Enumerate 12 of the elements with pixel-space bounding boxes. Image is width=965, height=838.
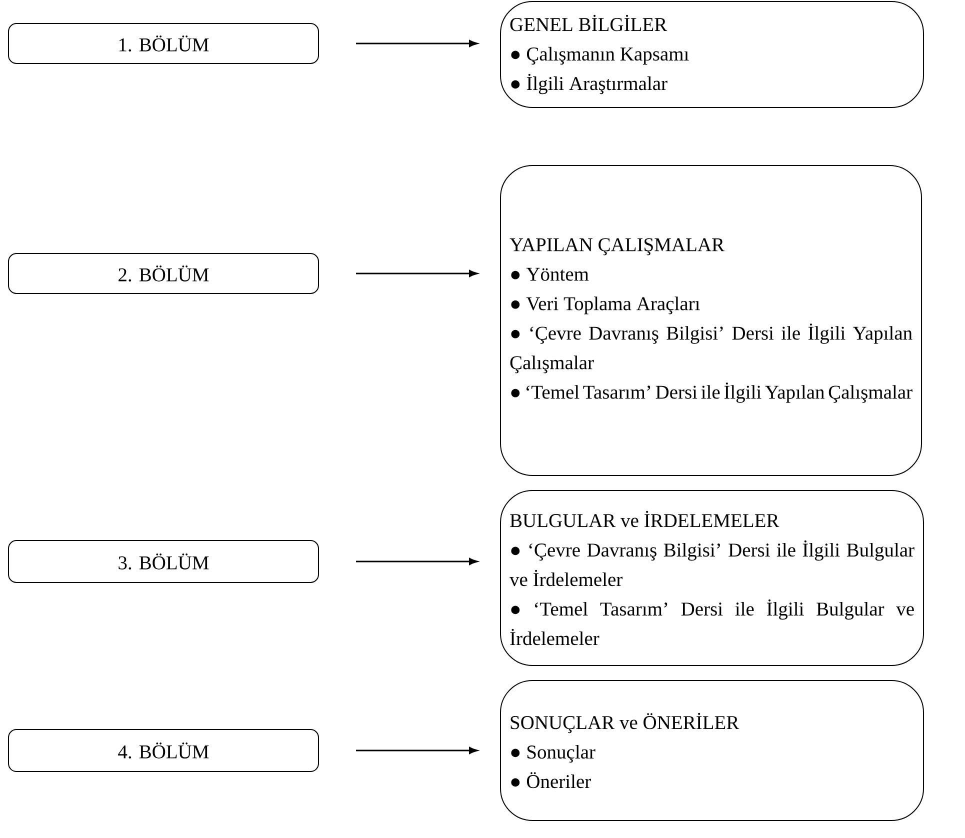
- section-box: SONUÇLAR ve ÖNERİLER ● Sonuçlar ● Öneriler: [500, 680, 924, 821]
- arrow: [356, 40, 478, 47]
- chapter-box: 1. BÖLÜM: [8, 23, 319, 64]
- chapter-box: 3. BÖLÜM: [8, 540, 319, 583]
- section-box: GENEL BİLGİLER ● Çalışmanın Kapsamı ● İlgili Araştırmalar: [500, 1, 924, 108]
- arrow: [356, 747, 478, 754]
- arrow: [356, 558, 478, 565]
- chapter-box: 4. BÖLÜM: [8, 729, 319, 772]
- section-box: BULGULAR ve İRDELEMELER ● ‘Çevre Davranış Bilgisi’ Dersi ile İlgili Bulgular ve İrdelemeler ● ‘Temel Tasarım’ Dersi ile İlgili Bulgular ve İrdelemeler: [500, 490, 924, 666]
- chapter-box: 2. BÖLÜM: [8, 253, 319, 294]
- arrow: [356, 270, 478, 277]
- section-box: YAPILAN ÇALIŞMALAR ● Yöntem ● Veri Toplama Araçları ● ‘Çevre Davranış Bilgisi’ Dersi ile İlgili Yapılan Çalışmalar ● ‘Temel Tasarım’ Dersi ile İlgili Yapılan Çalışmalar: [500, 165, 922, 476]
